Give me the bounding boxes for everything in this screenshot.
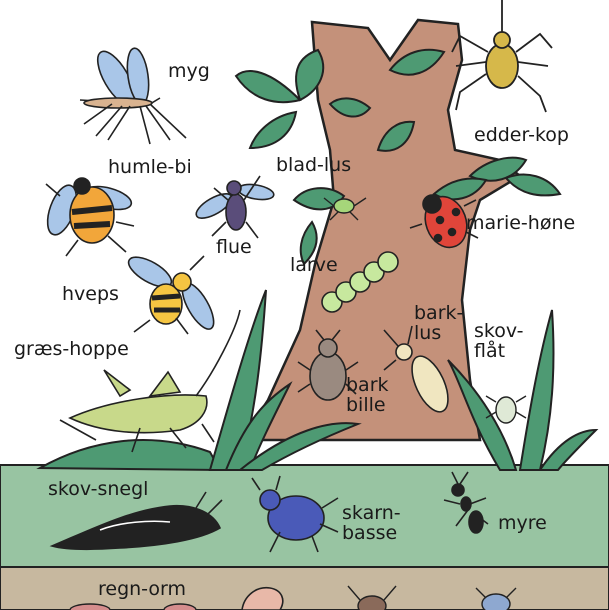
label-edder-kop: edder-kop [474,126,569,146]
bumblebee-icon [42,178,134,256]
label-marie-hone: marie-høne [466,214,575,234]
soil-layer [0,565,609,610]
label-myre: myre [498,514,547,534]
label-bark-bille: bark bille [346,376,389,416]
label-skarn-basse: skarn- basse [342,504,401,544]
label-regn-orm: regn-orm [98,580,186,600]
label-myg: myg [168,62,210,82]
grasshopper-icon [60,310,240,452]
label-larve: larve [290,256,338,276]
label-bark-lus: bark- lus [414,304,463,344]
wasp-icon [124,251,219,334]
spider-icon [452,0,552,112]
label-blad-lus: blad-lus [276,156,351,176]
label-hveps: hveps [62,285,119,305]
fly-icon [193,176,275,238]
label-flue: flue [216,238,252,258]
label-skov-snegl: skov-snegl [48,480,148,500]
label-graes-hoppe: græs-hoppe [14,340,129,360]
label-skov-flat: skov- flåt [474,322,523,362]
label-humle-bi: humle-bi [108,158,192,178]
